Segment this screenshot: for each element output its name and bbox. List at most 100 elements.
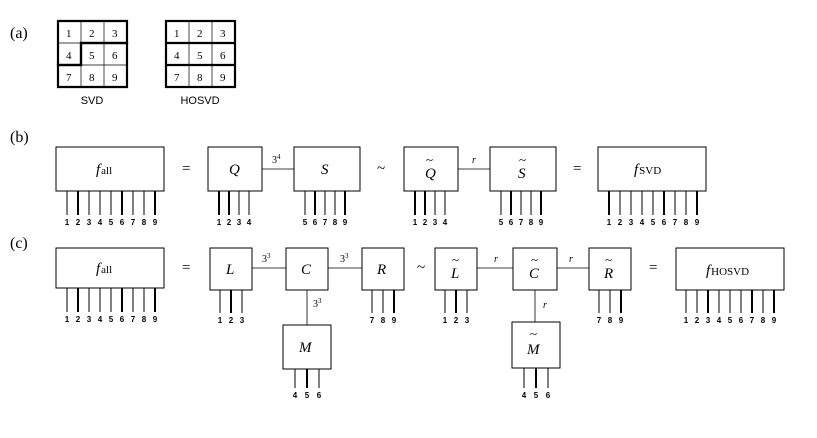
index-label: 9 [695,218,700,227]
index-label: 8 [381,316,386,325]
hosvd-cell-6: 6 [220,50,226,62]
index-label: 9 [343,218,348,227]
index-label: 5 [109,218,114,227]
index-label: 6 [662,218,667,227]
hosvd-grid: 1 2 3 4 5 6 7 8 9 [164,19,237,89]
index-label: 4 [98,315,103,324]
c-r-tilde-box [588,247,632,291]
b-s-tilde-label: S [518,166,526,182]
index-label: 3 [433,218,438,227]
index-label: 7 [370,316,375,325]
c-m-box [282,324,332,370]
index-label: 3 [237,218,242,227]
index-label: 5 [109,315,114,324]
b-q-label: Q [229,162,240,178]
index-label: 6 [313,218,318,227]
b-q-tilde-label: Q [425,166,436,182]
c-l-label: L [225,262,234,278]
c-edge-l-c-label: 33 [262,252,271,265]
index-label: 7 [597,316,602,325]
svd-cell-6: 6 [112,50,118,62]
index-label: 8 [142,315,147,324]
index-label: 9 [619,316,624,325]
index-label: 1 [684,316,689,325]
index-label: 4 [522,391,527,400]
index-label: 9 [153,315,158,324]
hosvd-cell-8: 8 [197,72,203,84]
hosvd-cell-7: 7 [174,72,180,84]
b-f-all-box [55,146,165,192]
index-label: 8 [684,218,689,227]
index-label: 5 [728,316,733,325]
c-c-tilde-label: C [529,266,540,282]
c-c-tilde-mark: ~ [531,252,538,267]
c-l-tilde-box [434,247,478,291]
index-label: 3 [706,316,711,325]
svd-grid: 1 2 3 4 5 6 7 8 9 [56,19,129,89]
c-edge-c-r-label: 33 [340,252,349,265]
index-label: 8 [333,218,338,227]
b-equals-2: = [573,161,581,177]
index-label: 9 [153,218,158,227]
index-label: 7 [323,218,328,227]
hosvd-caption: HOSVD [180,95,219,107]
hosvd-cell-1: 1 [174,28,180,40]
svd-cell-3: 3 [112,28,118,40]
svd-caption: SVD [81,95,104,107]
svd-cell-5: 5 [89,50,95,62]
index-label: 2 [229,316,234,325]
c-l-tilde-mark: ~ [452,252,459,267]
index-label: 1 [217,218,222,227]
index-label: 7 [519,218,524,227]
index-label: 9 [392,316,397,325]
index-label: 5 [534,391,539,400]
c-c-tilde-box [512,247,558,291]
b-equals-1: = [182,161,190,177]
index-label: 6 [546,391,551,400]
c-r-label: R [376,262,386,278]
index-label: 5 [303,218,308,227]
index-label: 5 [651,218,656,227]
index-label: 6 [509,218,514,227]
index-label: 8 [142,218,147,227]
c-m-tilde-mark: ~ [530,326,537,341]
b-q-box [207,146,263,192]
index-label: 3 [465,316,470,325]
b-f-svd-box [597,146,707,192]
index-label: 8 [529,218,534,227]
c-edge-c-m-label: 33 [313,297,322,310]
index-label: 1 [218,316,223,325]
c-f-hosvd-box [675,247,785,291]
c-edge-lt-ct-label: r [494,254,498,265]
panel-label-c: (c) [10,235,28,252]
index-label: 7 [750,316,755,325]
index-label: 2 [423,218,428,227]
c-r-tilde-mark: ~ [605,252,612,267]
index-label: 6 [317,391,322,400]
b-f-all-label: fall [96,162,112,178]
index-label: 6 [120,218,125,227]
index-label: 9 [772,316,777,325]
b-approx: ~ [377,161,385,177]
index-label: 1 [413,218,418,227]
c-m-label: M [298,340,313,356]
index-label: 3 [87,315,92,324]
hosvd-cell-5: 5 [197,50,203,62]
b-edge-q-s-label: 34 [272,153,281,166]
hosvd-cell-2: 2 [197,28,203,40]
index-label: 1 [65,315,70,324]
c-m-tilde-label: M [526,342,541,358]
index-label: 2 [618,218,623,227]
c-edge-ct-mt-label: r [543,300,547,311]
index-label: 1 [443,316,448,325]
index-label: 1 [607,218,612,227]
index-label: 8 [608,316,613,325]
